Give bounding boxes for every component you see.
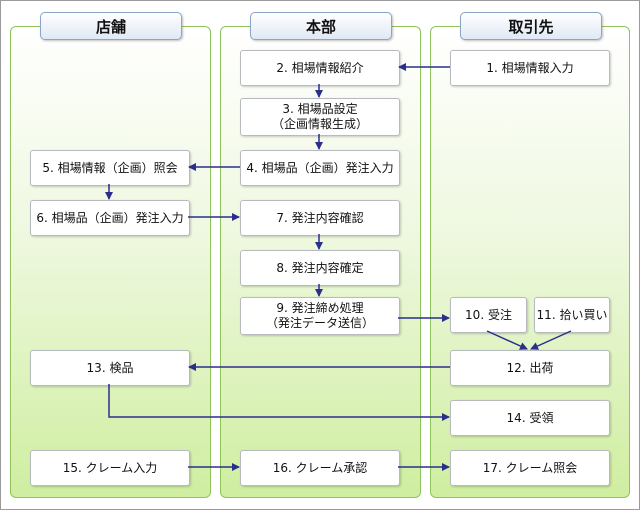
step-9-label-line1: 9. 発注締め処理 [276, 301, 364, 315]
lane-header-supplier: 取引先 [460, 12, 602, 40]
step-16-box: 16. クレーム承認 [240, 450, 400, 486]
step-3-label-line2: （企画情報生成） [271, 117, 368, 131]
step-14-label: 14. 受領 [506, 410, 554, 425]
arrow-11-to-12 [530, 330, 572, 350]
lane-store [10, 26, 211, 498]
step-4-box: 4. 相場品（企画）発注入力 [240, 150, 400, 186]
step-16-label: 16. クレーム承認 [272, 460, 368, 475]
step-7-label: 7. 発注内容確認 [276, 210, 364, 225]
step-17-label: 17. クレーム照会 [482, 460, 578, 475]
step-10-box: 10. 受注 [450, 297, 527, 333]
step-11-label: 11. 拾い買い [536, 307, 608, 322]
arrow-10-to-12 [486, 330, 528, 350]
step-15-box: 15. クレーム入力 [30, 450, 190, 486]
step-2-label: 2. 相場情報紹介 [276, 60, 364, 75]
step-13-box: 13. 検品 [30, 350, 190, 386]
step-8-label: 8. 発注内容確定 [276, 260, 364, 275]
step-7-box: 7. 発注内容確認 [240, 200, 400, 236]
step-14-box: 14. 受領 [450, 400, 610, 436]
step-2-box: 2. 相場情報紹介 [240, 50, 400, 86]
step-3-label-line1: 3. 相場品設定 [282, 102, 358, 116]
step-5-label: 5. 相場情報（企画）照会 [42, 160, 178, 175]
step-12-label: 12. 出荷 [506, 360, 554, 375]
step-12-box: 12. 出荷 [450, 350, 610, 386]
step-5-box: 5. 相場情報（企画）照会 [30, 150, 190, 186]
step-10-label: 10. 受注 [465, 307, 512, 322]
step-11-box: 11. 拾い買い [534, 297, 610, 333]
step-4-label: 4. 相場品（企画）発注入力 [246, 160, 394, 175]
step-1-label: 1. 相場情報入力 [486, 60, 574, 75]
step-8-box: 8. 発注内容確定 [240, 250, 400, 286]
step-3-box: 3. 相場品設定 （企画情報生成） [240, 98, 400, 136]
lane-header-hq: 本部 [250, 12, 392, 40]
step-13-label: 13. 検品 [86, 360, 134, 375]
step-1-box: 1. 相場情報入力 [450, 50, 610, 86]
step-17-box: 17. クレーム照会 [450, 450, 610, 486]
step-6-label: 6. 相場品（企画）発注入力 [36, 210, 184, 225]
lane-header-store: 店舗 [40, 12, 182, 40]
step-15-label: 15. クレーム入力 [62, 460, 158, 475]
step-6-box: 6. 相場品（企画）発注入力 [30, 200, 190, 236]
arrow-13-to-14 [108, 384, 450, 421]
step-9-label-line2: （発注データ送信） [265, 316, 374, 330]
step-9-box: 9. 発注締め処理 （発注データ送信） [240, 297, 400, 335]
